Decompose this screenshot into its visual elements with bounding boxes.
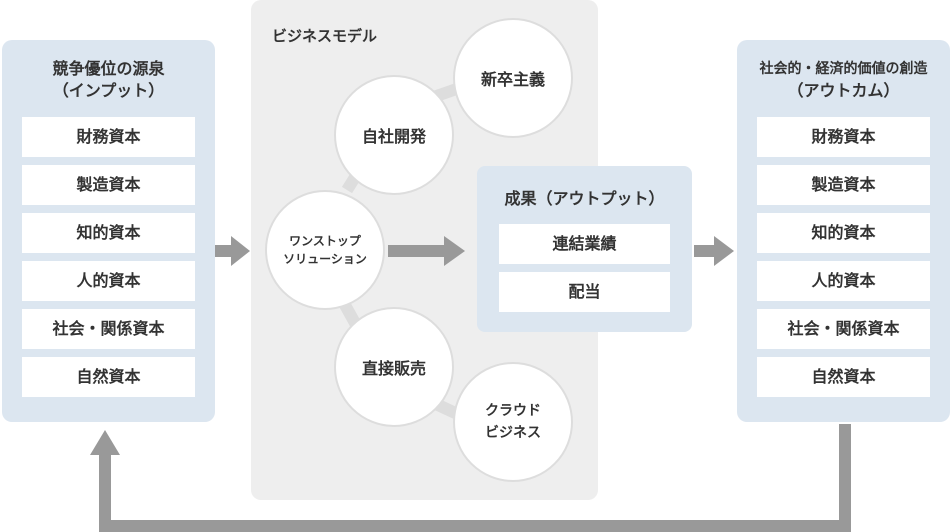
arrow-output-to-outcome bbox=[694, 236, 734, 266]
cloud-line2: ビジネス bbox=[485, 425, 541, 441]
output-panel: 成果（アウトプット） 連結業績 配当 bbox=[477, 166, 692, 332]
outcome-title-line2: （アウトカム） bbox=[787, 81, 900, 100]
cloud-line1: クラウド bbox=[485, 403, 541, 419]
outcome-capital-item: 自然資本 bbox=[757, 357, 930, 397]
in-house-label: 自社開発 bbox=[361, 127, 426, 146]
arrow-input-to-model bbox=[213, 236, 250, 266]
center-line2: ソリューション bbox=[283, 252, 367, 266]
output-item: 連結業績 bbox=[499, 224, 670, 264]
center-line1: ワンストップ bbox=[289, 234, 361, 248]
output-item: 配当 bbox=[499, 272, 670, 312]
arrow-model-to-output bbox=[388, 236, 465, 266]
input-title-line1: 競争優位の源泉 bbox=[52, 59, 165, 78]
input-capital-item: 財務資本 bbox=[22, 117, 195, 157]
input-panel-title: 競争優位の源泉 （インプット） bbox=[2, 58, 215, 102]
direct-sales-label: 直接販売 bbox=[361, 359, 426, 378]
outcome-title-line1: 社会的・経済的価値の創造 bbox=[759, 61, 928, 77]
new-grad-circle: 新卒主義 bbox=[453, 18, 573, 138]
new-grad-label: 新卒主義 bbox=[480, 70, 545, 89]
in-house-circle: 自社開発 bbox=[334, 75, 454, 195]
outcome-panel: 社会的・経済的価値の創造 （アウトカム） 財務資本 製造資本 知的資本 人的資本… bbox=[737, 40, 950, 422]
input-capital-item: 社会・関係資本 bbox=[22, 309, 195, 349]
outcome-capital-list: 財務資本 製造資本 知的資本 人的資本 社会・関係資本 自然資本 bbox=[757, 117, 930, 399]
outcome-capital-item: 製造資本 bbox=[757, 165, 930, 205]
outcome-capital-item: 知的資本 bbox=[757, 213, 930, 253]
feedback-loop-arrow bbox=[90, 424, 851, 532]
output-panel-title: 成果（アウトプット） bbox=[504, 189, 665, 208]
outcome-capital-item: 財務資本 bbox=[757, 117, 930, 157]
outcome-capital-item: 人的資本 bbox=[757, 261, 930, 301]
input-capital-item: 製造資本 bbox=[22, 165, 195, 205]
input-capital-item: 自然資本 bbox=[22, 357, 195, 397]
input-title-line2: （インプット） bbox=[52, 81, 165, 100]
input-capital-item: 人的資本 bbox=[22, 261, 195, 301]
outcome-panel-title: 社会的・経済的価値の創造 （アウトカム） bbox=[737, 58, 950, 102]
outcome-capital-item: 社会・関係資本 bbox=[757, 309, 930, 349]
center-circle: ワンストップ ソリューション bbox=[265, 190, 385, 310]
direct-sales-circle: 直接販売 bbox=[334, 307, 454, 427]
business-model-title: ビジネスモデル bbox=[272, 27, 378, 45]
input-capital-list: 財務資本 製造資本 知的資本 人的資本 社会・関係資本 自然資本 bbox=[22, 117, 195, 399]
input-capital-item: 知的資本 bbox=[22, 213, 195, 253]
input-panel: 競争優位の源泉 （インプット） 財務資本 製造資本 知的資本 人的資本 社会・関… bbox=[2, 40, 215, 422]
cloud-circle: クラウド ビジネス bbox=[453, 362, 573, 482]
